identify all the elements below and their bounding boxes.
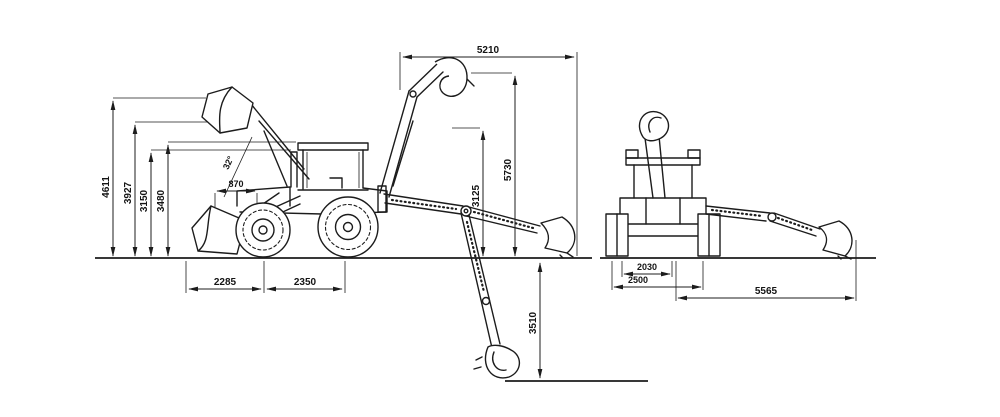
dim-ground-reach: 5565: [675, 240, 857, 301]
loader-bucket-dumping: [201, 86, 254, 134]
backhoe-digging-position: [460, 212, 521, 379]
cab-roof: [297, 142, 369, 151]
dim-cab-height: 3480: [156, 141, 296, 257]
dim-exhaust-height: 3150: [139, 149, 291, 257]
dim-rear-track: 2030: [621, 261, 673, 277]
dim-label-ground-reach: 5565: [755, 286, 778, 297]
rear-wheel: [317, 196, 379, 258]
dim-arm-pivot-height: 3125: [452, 127, 486, 257]
dim-label-overall-width: 2500: [628, 275, 648, 285]
dim-front-overhang: 2285: [185, 261, 265, 293]
backhoe-bucket-raised: [434, 57, 468, 97]
dim-label-dump-reach: 870: [228, 179, 243, 189]
dim-loader-max-height: 4611: [101, 97, 206, 257]
folded-backhoe: [638, 110, 670, 199]
king-post: [377, 185, 387, 213]
side-view-machine: [191, 57, 576, 379]
dim-label-dump-angle: 32°: [221, 154, 236, 171]
dim-top-span: 5210: [399, 45, 578, 256]
dim-label-exhaust-height: 3150: [139, 189, 150, 212]
backhoe-boom-raised: [377, 57, 475, 213]
seat: [329, 177, 343, 189]
reach-bucket: [818, 220, 853, 257]
dim-max-dig-height: 5730: [471, 72, 518, 257]
dim-wheelbase: 2350: [266, 261, 346, 293]
dim-label-loader-max-height: 4611: [101, 176, 112, 198]
dim-label-top-span: 5210: [477, 45, 500, 56]
dim-label-max-dig-height: 5730: [503, 158, 514, 181]
dim-label-rear-track: 2030: [637, 262, 657, 272]
rear-view-machine: [605, 110, 721, 257]
rear-wheels: [605, 213, 721, 257]
dim-label-linkage-height: 3927: [123, 181, 134, 204]
backhoe-bucket-ground-reach: [540, 216, 576, 254]
loader-raised-position: [201, 86, 310, 187]
reach-envelope-sketch: [705, 205, 853, 260]
dim-dig-depth: 3510: [528, 262, 543, 379]
front-wheel: [235, 202, 291, 258]
dim-label-dig-depth: 3510: [528, 311, 539, 334]
folded-bucket: [638, 110, 670, 142]
dim-dump-reach: 870: [214, 179, 258, 207]
rear-body: [619, 149, 707, 237]
dim-overall-width: 2500: [611, 261, 704, 290]
dim-label-front-overhang: 2285: [214, 277, 237, 288]
dim-label-wheelbase: 2350: [294, 277, 317, 288]
dim-label-cab-height: 3480: [156, 189, 167, 212]
exhaust-stack: [290, 151, 298, 188]
ground-lines: [95, 257, 876, 382]
backhoe-bucket-below-grade: [484, 344, 521, 379]
backhoe-arm-extended: [383, 193, 576, 259]
dim-label-arm-pivot-height: 3125: [471, 184, 482, 207]
cab-rops: [297, 142, 369, 191]
